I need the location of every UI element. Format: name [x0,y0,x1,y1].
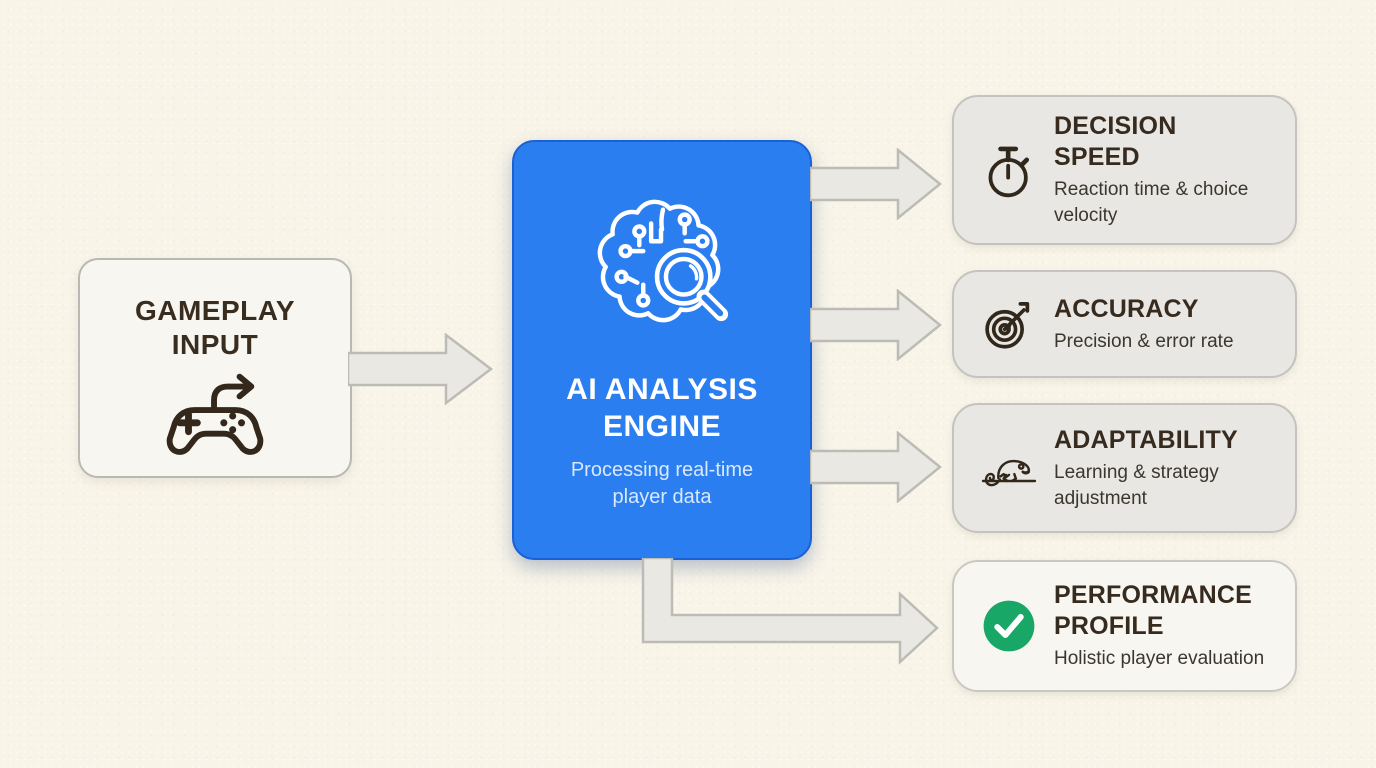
chameleon-icon [980,441,1038,495]
arrow-input-to-engine [348,332,494,406]
gameplay-input-title: GAMEPLAY INPUT [134,295,296,360]
target-dart-icon [980,296,1038,352]
gamepad-arrow-icon [161,368,269,465]
brain-circuit-magnifier-icon [588,186,736,339]
decision-speed-title: DECISION SPEED [1054,112,1177,171]
stopwatch-icon [980,139,1038,201]
adaptability-title: ADAPTABILITY [1054,425,1238,454]
adaptability-card: ADAPTABILITY Learning & strategy adjustm… [952,403,1297,533]
performance-profile-title: PERFORMANCE PROFILE [1054,581,1253,640]
decision-speed-card: DECISION SPEED Reaction time & choice ve… [952,95,1297,245]
performance-profile-subtitle: Holistic player evaluation [1054,648,1265,669]
ai-analysis-engine-node: AI ANALYSIS ENGINE Processing real-time … [512,140,812,560]
check-circle-icon [980,597,1038,655]
engine-subtitle: Processing real-time player data [570,459,754,508]
accuracy-card: ACCURACY Precision & error rate [952,270,1297,378]
adaptability-subtitle: Learning & strategy adjustment [1054,461,1219,509]
arrow-engine-to-accuracy [810,289,942,361]
arrow-engine-to-decision-speed [810,148,942,220]
accuracy-subtitle: Precision & error rate [1054,330,1234,352]
gameplay-input-node: GAMEPLAY INPUT [78,258,352,478]
arrow-engine-to-performance-profile [641,558,939,665]
engine-title: AI ANALYSIS ENGINE [566,373,758,443]
arrow-engine-to-adaptability [810,431,942,503]
accuracy-title: ACCURACY [1054,294,1199,323]
decision-speed-subtitle: Reaction time & choice velocity [1054,179,1249,226]
performance-profile-card: PERFORMANCE PROFILE Holistic player eval… [952,560,1297,692]
